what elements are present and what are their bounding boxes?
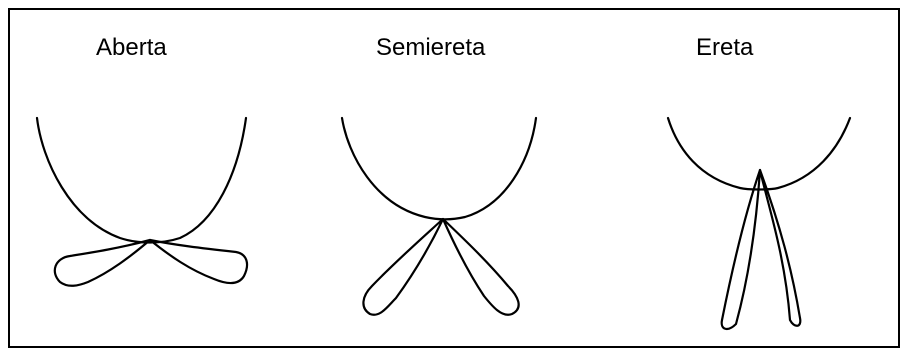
ear-left-ereta	[722, 170, 760, 329]
ear-left-semiereta	[363, 219, 443, 315]
ear-right-aberta	[150, 240, 247, 283]
head-outline-semiereta	[342, 118, 536, 219]
head-semiereta	[342, 118, 536, 315]
head-ereta	[668, 118, 850, 329]
head-outline-aberta	[37, 118, 246, 243]
ear-right-ereta	[760, 170, 800, 326]
ear-left-aberta	[55, 240, 150, 286]
ear-right-semiereta	[443, 219, 519, 315]
head-aberta	[37, 118, 247, 286]
